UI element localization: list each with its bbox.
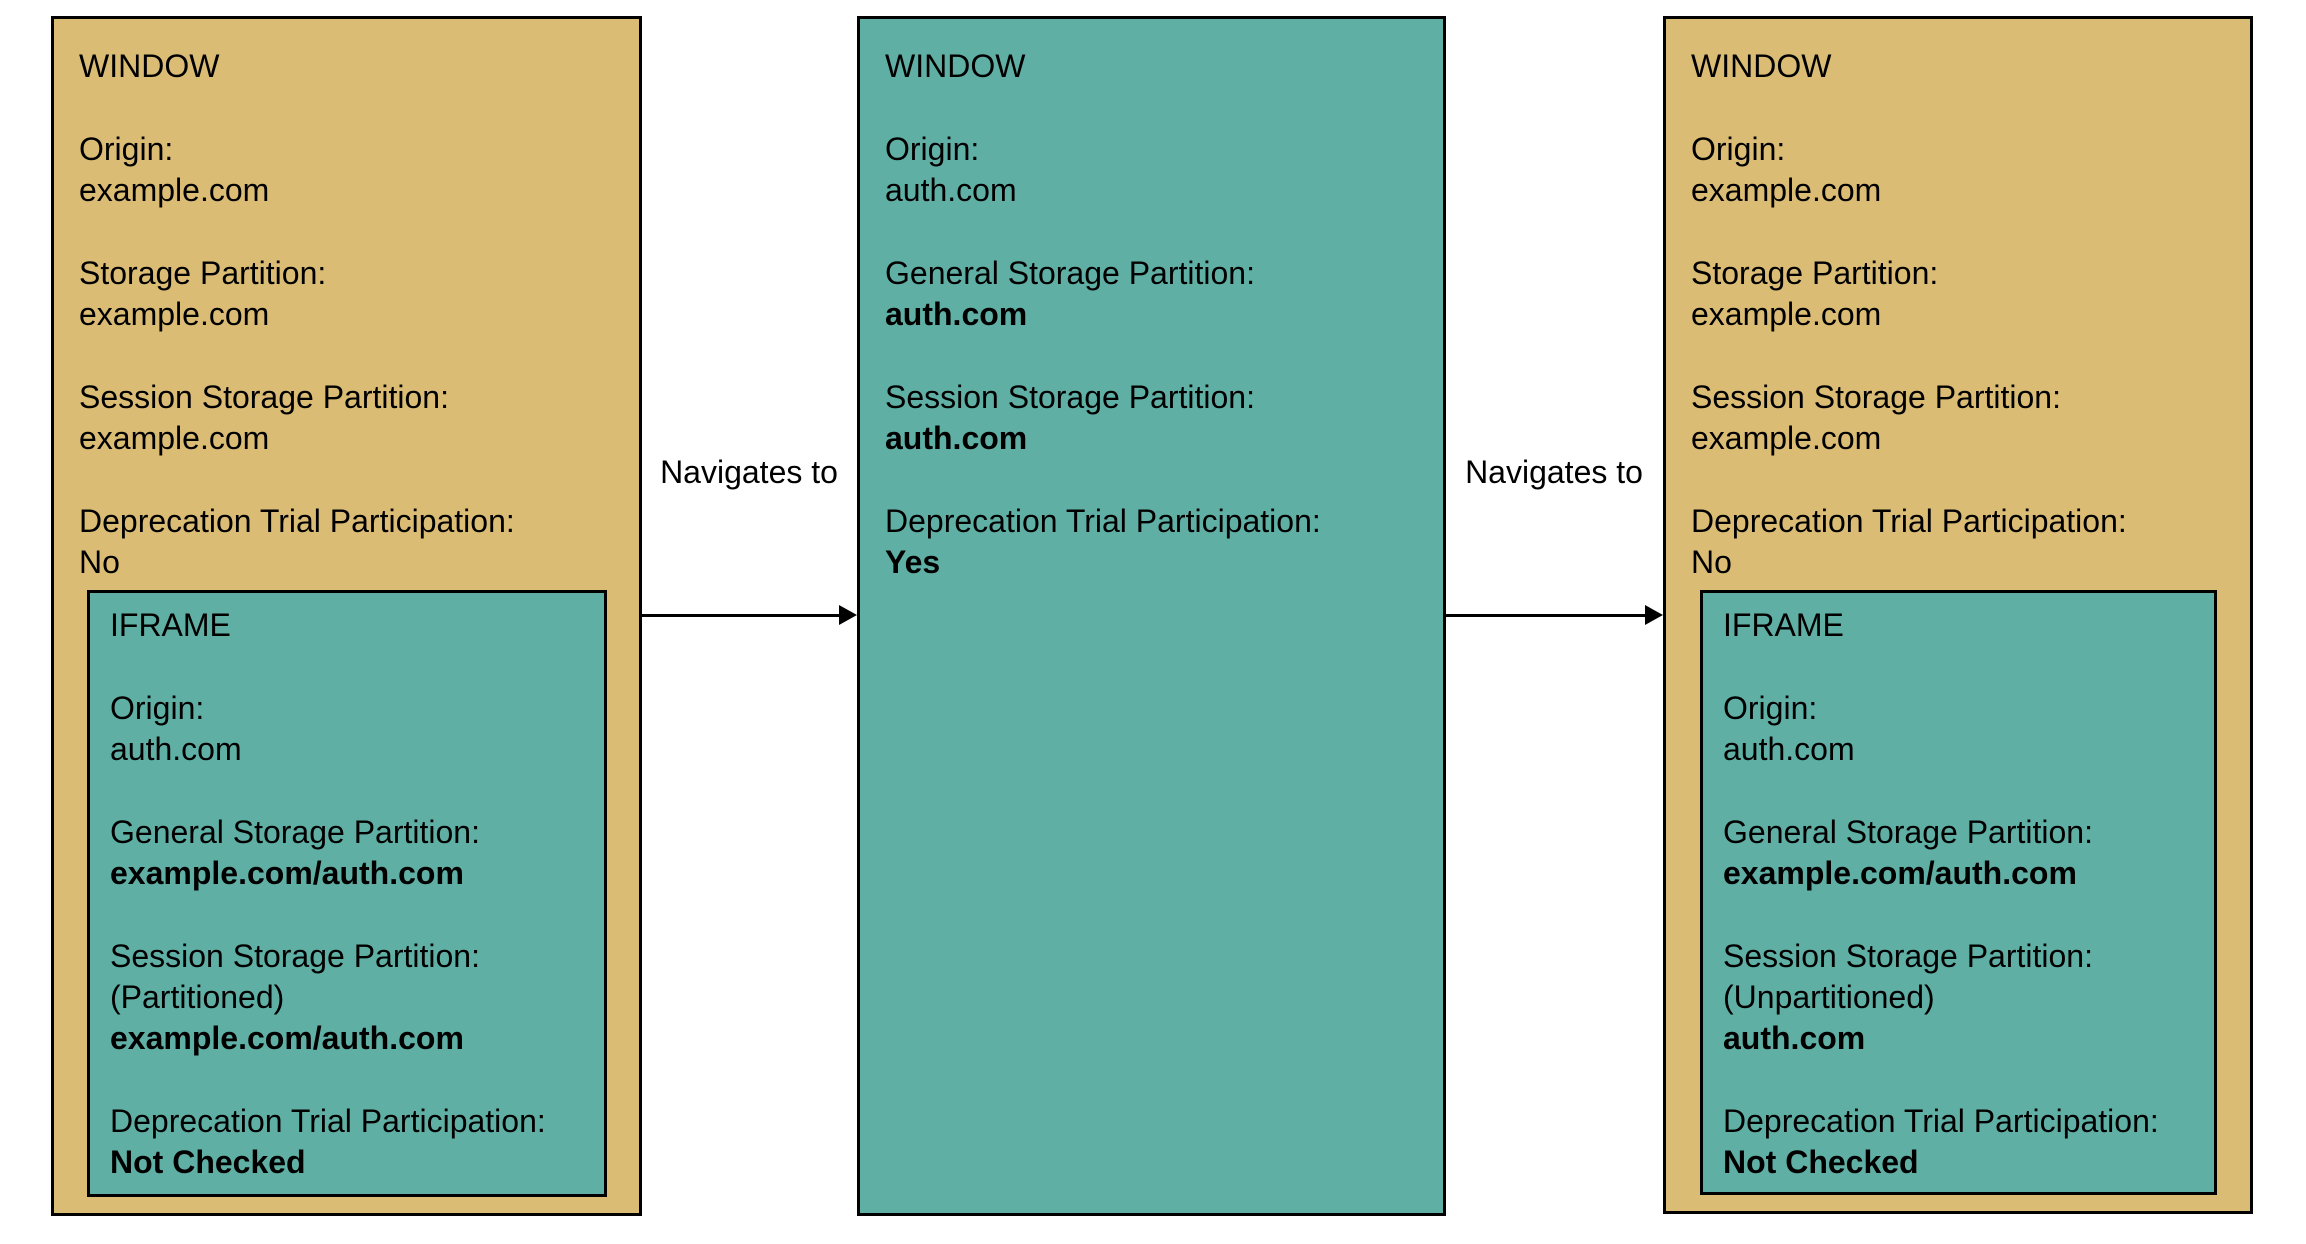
- field-label: General Storage Partition:: [1723, 814, 2093, 850]
- window-box-left: WINDOW Origin: example.com Storage Parti…: [51, 16, 642, 1216]
- field-deprecation-trial: Deprecation Trial Participation: Yes: [885, 501, 1418, 583]
- field-general-storage-partition: General Storage Partition: example.com/a…: [1723, 812, 2194, 894]
- field-label: Session Storage Partition:: [79, 379, 449, 415]
- window-right-title: WINDOW: [1691, 48, 1832, 84]
- field-deprecation-trial: Deprecation Trial Participation: No: [79, 501, 614, 583]
- field-value: example.com: [79, 172, 270, 208]
- field-label: Deprecation Trial Participation:: [110, 1103, 546, 1139]
- arrow-head-icon: [839, 605, 857, 625]
- field-origin: Origin: auth.com: [110, 688, 584, 770]
- field-label: Origin:: [1691, 131, 1786, 167]
- iframe-box-right: IFRAME Origin: auth.com General Storage …: [1700, 590, 2217, 1195]
- field-label: Storage Partition:: [1691, 255, 1939, 291]
- field-general-storage-partition: General Storage Partition: example.com/a…: [110, 812, 584, 894]
- field-value: auth.com: [885, 420, 1028, 456]
- field-value: No: [1691, 544, 1732, 580]
- field-label: General Storage Partition:: [885, 255, 1255, 291]
- field-value: example.com/auth.com: [110, 1020, 464, 1056]
- iframe-right-title: IFRAME: [1723, 607, 1844, 643]
- field-label: Session Storage Partition:: [1723, 938, 2093, 974]
- arrow-label-1: Navigates to: [660, 454, 838, 490]
- field-value: Not Checked: [110, 1144, 306, 1180]
- window-middle-content: WINDOW Origin: auth.com General Storage …: [860, 19, 1443, 583]
- iframe-box-left: IFRAME Origin: auth.com General Storage …: [87, 590, 607, 1197]
- field-session-storage-partition: Session Storage Partition: (Partitioned)…: [110, 936, 584, 1059]
- field-origin: Origin: example.com: [1691, 129, 2225, 211]
- field-value: auth.com: [110, 731, 242, 767]
- field-label: Origin:: [79, 131, 174, 167]
- arrow-line-1: [642, 614, 842, 617]
- window-right-content: WINDOW Origin: example.com Storage Parti…: [1666, 19, 2250, 583]
- field-value: auth.com: [1723, 731, 1855, 767]
- field-value: auth.com: [885, 172, 1017, 208]
- field-value: example.com: [79, 420, 270, 456]
- field-session-storage-partition: Session Storage Partition: (Unpartitione…: [1723, 936, 2194, 1059]
- arrow-label-2: Navigates to: [1465, 454, 1643, 490]
- field-label: Session Storage Partition:: [885, 379, 1255, 415]
- window-box-middle: WINDOW Origin: auth.com General Storage …: [857, 16, 1446, 1216]
- field-session-storage-partition: Session Storage Partition: example.com: [1691, 377, 2225, 459]
- arrow-head-icon: [1645, 605, 1663, 625]
- field-label: Session Storage Partition:: [110, 938, 480, 974]
- field-label: Deprecation Trial Participation:: [79, 503, 515, 539]
- window-middle-title: WINDOW: [885, 48, 1026, 84]
- iframe-right-content: IFRAME Origin: auth.com General Storage …: [1703, 593, 2214, 1183]
- field-deprecation-trial: Deprecation Trial Participation: No: [1691, 501, 2225, 583]
- arrow-line-2: [1446, 614, 1646, 617]
- field-label: General Storage Partition:: [110, 814, 480, 850]
- field-value: example.com: [1691, 296, 1882, 332]
- field-note: (Partitioned): [110, 979, 285, 1015]
- field-label: Origin:: [885, 131, 980, 167]
- field-label: Origin:: [1723, 690, 1818, 726]
- field-label: Deprecation Trial Participation:: [1691, 503, 2127, 539]
- field-label: Deprecation Trial Participation:: [885, 503, 1321, 539]
- field-label: Origin:: [110, 690, 205, 726]
- field-value: example.com: [79, 296, 270, 332]
- field-session-storage-partition: Session Storage Partition: example.com: [79, 377, 614, 459]
- window-left-title: WINDOW: [79, 48, 220, 84]
- window-box-right: WINDOW Origin: example.com Storage Parti…: [1663, 16, 2253, 1214]
- field-origin: Origin: auth.com: [885, 129, 1418, 211]
- iframe-left-content: IFRAME Origin: auth.com General Storage …: [90, 593, 604, 1183]
- field-value: No: [79, 544, 120, 580]
- field-value: Yes: [885, 544, 941, 580]
- field-storage-partition: Storage Partition: example.com: [79, 253, 614, 335]
- window-left-content: WINDOW Origin: example.com Storage Parti…: [54, 19, 639, 583]
- field-deprecation-trial: Deprecation Trial Participation: Not Che…: [1723, 1101, 2194, 1183]
- field-label: Session Storage Partition:: [1691, 379, 2061, 415]
- field-origin: Origin: example.com: [79, 129, 614, 211]
- field-origin: Origin: auth.com: [1723, 688, 2194, 770]
- field-value: example.com: [1691, 172, 1882, 208]
- field-general-storage-partition: General Storage Partition: auth.com: [885, 253, 1418, 335]
- field-session-storage-partition: Session Storage Partition: auth.com: [885, 377, 1418, 459]
- field-value: example.com/auth.com: [1723, 855, 2077, 891]
- field-storage-partition: Storage Partition: example.com: [1691, 253, 2225, 335]
- field-note: (Unpartitioned): [1723, 979, 1935, 1015]
- field-label: Deprecation Trial Participation:: [1723, 1103, 2159, 1139]
- iframe-left-title: IFRAME: [110, 607, 231, 643]
- field-value: auth.com: [885, 296, 1028, 332]
- field-value: auth.com: [1723, 1020, 1866, 1056]
- field-value: example.com/auth.com: [110, 855, 464, 891]
- field-label: Storage Partition:: [79, 255, 327, 291]
- field-deprecation-trial: Deprecation Trial Participation: Not Che…: [110, 1101, 584, 1183]
- field-value: Not Checked: [1723, 1144, 1919, 1180]
- field-value: example.com: [1691, 420, 1882, 456]
